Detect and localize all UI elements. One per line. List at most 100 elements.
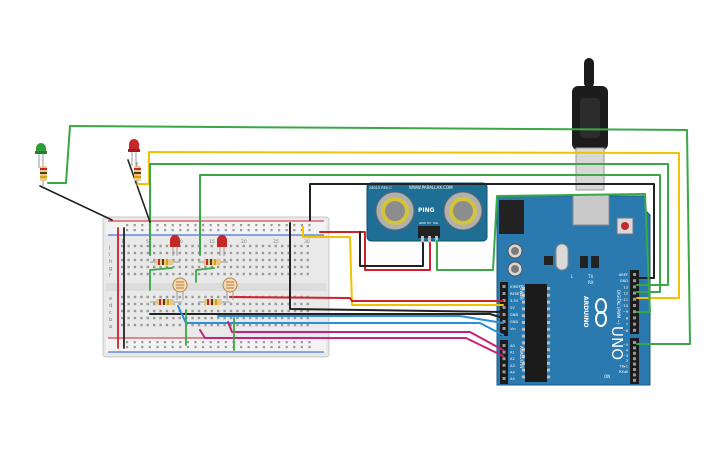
red-led-standalone[interactable] [128, 139, 140, 166]
sensor-model: PING [418, 207, 435, 214]
pin-label: ~9 [623, 310, 629, 314]
row-letter-f: f [109, 273, 111, 279]
board-brand-label: ARDUINO [582, 296, 589, 327]
pin-label: 12 [623, 292, 628, 296]
wire-black-sensor-gnd[interactable] [359, 231, 424, 267]
pin-label: ~11 [620, 298, 628, 302]
wire-magenta-analog-a2[interactable] [227, 321, 504, 351]
column-number-15: 15 [209, 239, 215, 245]
pin-label: A4 [510, 370, 515, 374]
led-l-label: L [571, 274, 574, 279]
row-letter-d: d [109, 303, 112, 309]
wire-magenta-analog-a3[interactable] [199, 329, 504, 357]
pin-label: TX▸1 [618, 365, 628, 369]
analog-section-label: ANALOG IN [519, 346, 524, 368]
row-letter-h: h [109, 259, 112, 265]
resistor-breadboard-3[interactable] [150, 299, 182, 305]
wire-yellow-led-to-pin[interactable] [137, 151, 680, 299]
pin-label: A5 [510, 377, 515, 381]
sensor-brand: WWW.PARALLAX.COM [409, 185, 453, 190]
wires [39, 125, 691, 357]
column-number-1: 1 [121, 239, 124, 245]
sensor-pin-5v-label: 5V [427, 221, 432, 225]
row-letter-b: b [109, 317, 112, 323]
pin-label: A2 [510, 357, 515, 361]
wire-red-sensor-5v[interactable] [319, 231, 431, 271]
pin-label: 2 [626, 359, 628, 363]
column-number-20: 20 [241, 239, 247, 245]
resistor-breadboard-2[interactable] [198, 259, 228, 265]
row-letter-c: c [109, 310, 112, 316]
pin-label: GND [510, 313, 518, 317]
resistor-breadboard-1[interactable] [150, 259, 180, 265]
atmega-chip-legs [522, 287, 550, 379]
red-led-breadboard-1[interactable] [170, 235, 180, 256]
column-number-30: 30 [304, 239, 310, 245]
pin-label: ~10 [620, 304, 628, 308]
pin-label: ~5 [623, 343, 628, 347]
pin-label: A0 [510, 344, 515, 348]
pin-label: RESET [510, 292, 522, 296]
pin-label: GND [510, 320, 518, 324]
jumper-green-2[interactable] [195, 267, 215, 283]
wire-black-green-led[interactable] [39, 185, 113, 221]
wire-black-red-led[interactable] [127, 159, 151, 223]
wire-yellow-breadboard[interactable] [302, 226, 504, 306]
row-letter-g: g [109, 266, 112, 272]
photoresistor-1[interactable] [172, 277, 188, 300]
row-letter-a: a [109, 324, 112, 330]
pin-label: 8 [626, 316, 629, 320]
photoresistor-2[interactable] [222, 277, 238, 300]
ultrasonic-sensor[interactable]: WWW.PARALLAX.COM 28015 REV C PING GND 5V… [366, 182, 488, 243]
wire-green-breadboard-to-pin-2[interactable] [199, 174, 661, 293]
usb-cable[interactable] [572, 58, 608, 191]
resistor-breadboard-4[interactable] [198, 299, 230, 305]
breadboard[interactable]: j i h g f e d c b a 1 5 10 15 20 25 30 [102, 216, 330, 358]
wire-black-gnd-1[interactable] [289, 222, 504, 313]
row-letter-j: j [108, 245, 110, 251]
board-model-label: UNO [608, 326, 626, 360]
jumper-green-1[interactable] [149, 267, 173, 291]
led-on-label: ON [604, 374, 610, 379]
pin-label: AREF [619, 273, 628, 277]
pin-label: RX◂0 [619, 370, 629, 374]
wire-green-sensor-signal[interactable] [436, 193, 651, 313]
led-tx-label: TX [587, 274, 593, 279]
wire-blue-analog-a0[interactable] [177, 305, 504, 336]
wire-blue-analog-a1[interactable] [217, 315, 504, 324]
pin-label: Vin [510, 327, 516, 331]
arduino-header-pins [502, 273, 636, 382]
pin-label: 13 [623, 285, 628, 289]
led-rx-label: RX [588, 280, 594, 285]
pin-label: ~6 [623, 329, 629, 333]
pin-label: 4 [626, 348, 629, 352]
digital-section-label: DIGITAL (PWM ~) [616, 290, 621, 325]
pin-label: GND [620, 279, 628, 283]
resistor-red-led[interactable] [134, 162, 141, 186]
resistor-green-led[interactable] [40, 162, 47, 186]
red-led-breadboard-2[interactable] [217, 235, 227, 256]
row-letter-i: i [109, 252, 110, 258]
sensor-pin-gnd-label: GND [419, 221, 427, 225]
power-section-label: POWER [519, 285, 524, 300]
pin-label: 7 [626, 323, 628, 327]
pin-label: A3 [510, 364, 515, 368]
pin-label: IOREF [510, 285, 521, 289]
pin-label: 5V [510, 306, 515, 310]
row-letter-e: e [109, 296, 112, 302]
column-number-25: 25 [273, 239, 279, 245]
wire-green-breadboard-to-pin[interactable] [149, 163, 669, 286]
pin-label: ~3 [623, 354, 628, 358]
sensor-pin-sig-label: SIG [433, 221, 439, 225]
pin-label: A1 [510, 351, 515, 355]
breadboard-holes [121, 224, 311, 349]
sensor-rev: 28015 REV C [369, 186, 392, 190]
wire-green-led-to-pin[interactable] [47, 125, 691, 345]
wire-black-gnd-2[interactable] [149, 313, 504, 319]
green-led-standalone[interactable] [35, 143, 47, 168]
